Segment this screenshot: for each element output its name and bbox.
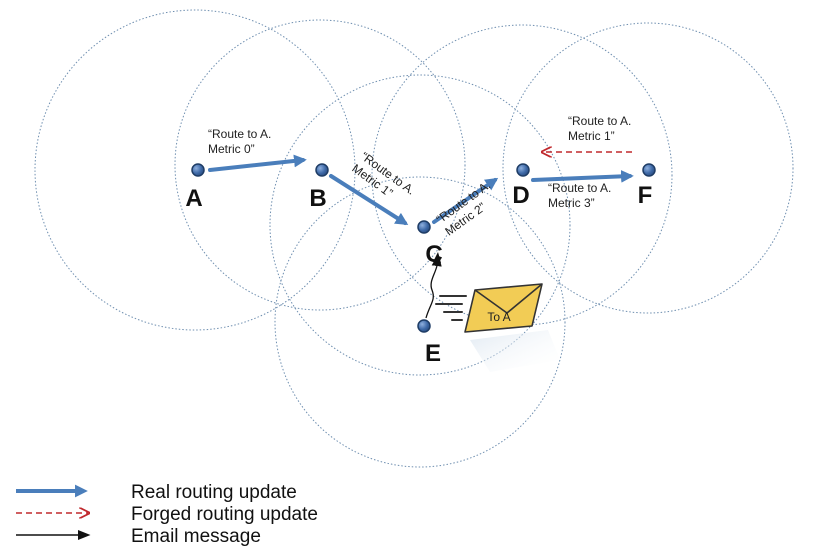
node-c — [417, 220, 431, 234]
node-label-d: D — [512, 182, 529, 209]
real-edge-c-d — [432, 177, 499, 224]
node-label-c: C — [425, 241, 442, 268]
node-a — [191, 163, 205, 177]
edge-label-line: “Route to A. — [548, 181, 611, 195]
edge-label-line: “Route to A. — [568, 114, 631, 128]
edge-label-b-c: “Route to A.Metric 1” — [349, 149, 417, 210]
speed-lines — [435, 295, 467, 321]
legend-label-real: Real routing update — [131, 482, 297, 503]
node-d — [516, 163, 530, 177]
real-edge-a-b — [208, 154, 307, 172]
node-f — [642, 163, 656, 177]
nodes-layer: A B C D E F — [185, 163, 656, 367]
range-circle-f — [502, 22, 794, 314]
real-edge-b-c — [329, 174, 409, 226]
edge-label-c-d: “Route to A.Metric 2” — [434, 178, 502, 239]
real-edge-d-f — [531, 169, 634, 183]
edge-label-line: Metric 0” — [208, 142, 255, 156]
node-e — [417, 319, 431, 333]
node-label-b: B — [309, 185, 326, 212]
node-label-f: F — [638, 182, 653, 209]
node-label-a: A — [185, 185, 202, 212]
envelope-label: To A — [487, 310, 510, 324]
edge-label-line: Metric 1” — [568, 129, 615, 143]
radio-range-circles — [34, 9, 794, 468]
range-circle-e — [274, 176, 566, 468]
range-circle-b — [174, 19, 466, 311]
range-circle-a — [34, 9, 356, 331]
envelope-flap — [474, 283, 543, 314]
edge-label-d-f: “Route to A.Metric 3” — [548, 181, 611, 210]
edge-label-line: Metric 3” — [548, 196, 595, 210]
email-path-curve — [425, 257, 439, 319]
node-b — [315, 163, 329, 177]
node-label-e: E — [425, 340, 441, 367]
edge-label-line: “Route to A. — [208, 127, 271, 141]
email-arrowhead — [433, 252, 441, 263]
labels-layer: “Route to A.Metric 0”“Route to A.Metric … — [208, 114, 631, 239]
legend-label-forged: Forged routing update — [131, 504, 318, 525]
edges-layer — [208, 152, 634, 319]
legend-label-email: Email message — [131, 526, 261, 547]
range-circle-c — [269, 74, 571, 376]
edge-label-f-d: “Route to A.Metric 1” — [568, 114, 631, 143]
edge-label-a-b: “Route to A.Metric 0” — [208, 127, 271, 156]
envelope-icon: To A — [435, 283, 560, 372]
